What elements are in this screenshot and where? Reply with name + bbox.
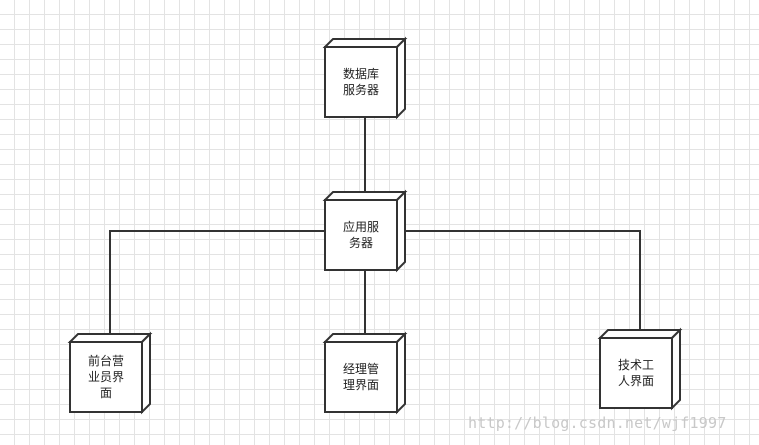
front-desk-interface-label: 前台营 业员界 面: [87, 354, 124, 400]
technician-interface-node[interactable]: 技术工 人界面: [597, 327, 683, 411]
database-server-node[interactable]: 数据库 服务器: [322, 36, 408, 120]
application-server-node[interactable]: 应用服 务器: [322, 189, 408, 273]
edge-app-front-desk: [109, 230, 325, 342]
manager-interface-node[interactable]: 经理管 理界面: [322, 331, 408, 415]
edge-app-technician: [403, 230, 641, 338]
node-box-3d: [322, 331, 408, 415]
node-box-3d: [322, 36, 408, 120]
node-box-3d: [597, 327, 683, 411]
node-box-3d: [67, 331, 153, 415]
manager-interface-label: 经理管 理界面: [342, 362, 379, 392]
application-server-label: 应用服 务器: [342, 220, 379, 250]
database-server-label: 数据库 服务器: [342, 67, 379, 97]
watermark-text: http://blog.csdn.net/wjf1997: [468, 414, 727, 432]
technician-interface-label: 技术工 人界面: [617, 358, 654, 388]
front-desk-interface-node[interactable]: 前台营 业员界 面: [67, 331, 153, 415]
node-box-3d: [322, 189, 408, 273]
